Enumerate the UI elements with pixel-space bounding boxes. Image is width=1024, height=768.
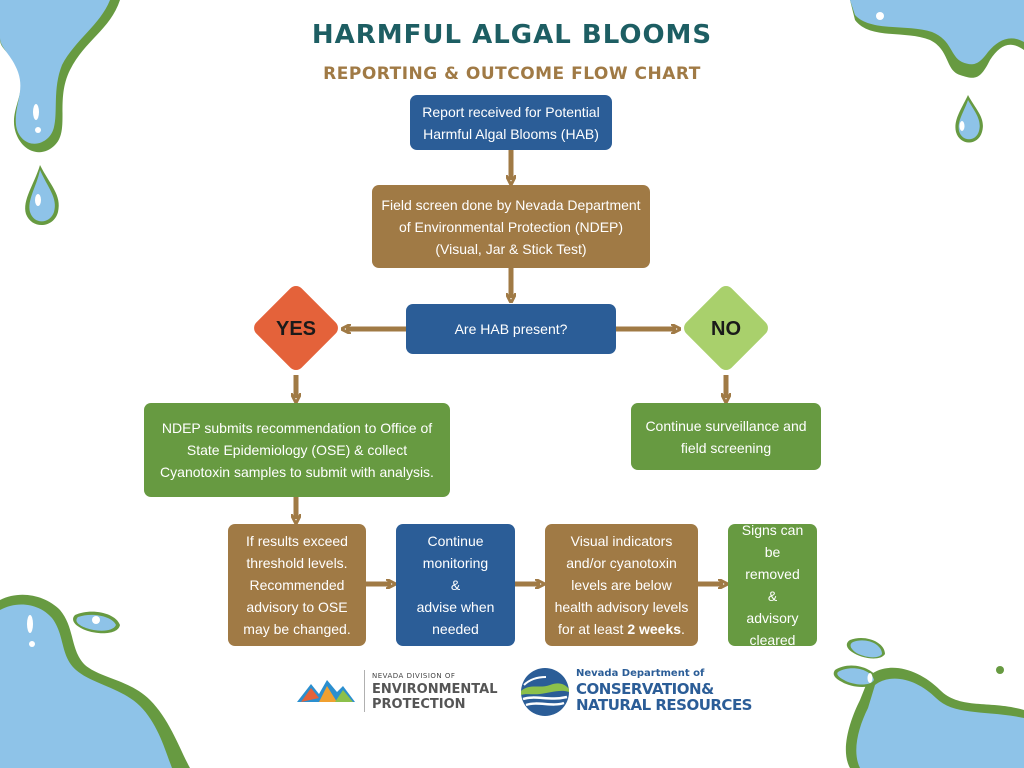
node-hab-present-question: Are HAB present? — [406, 304, 616, 354]
water-splash-top-left — [0, 0, 120, 226]
ndep-logo-line1: ENVIRONMENTAL — [372, 682, 498, 697]
node-visual-indicators: Visual indicators and/or cyanotoxin leve… — [545, 524, 698, 646]
node-ndep-submits: NDEP submits recommendation to Office of… — [144, 403, 450, 497]
water-splash-top-right — [850, 0, 1024, 143]
ndep-logo-top: NEVADA DIVISION OF — [372, 672, 456, 680]
node-field-screen: Field screen done by Nevada Department o… — [372, 185, 650, 268]
page-title: HARMFUL ALGAL BLOOMS — [311, 20, 713, 50]
page-subtitle: REPORTING & OUTCOME FLOW CHART — [323, 64, 701, 84]
diamond-yes-label: YES — [275, 317, 317, 340]
ndep-mountain-logo-icon — [297, 680, 355, 702]
ndep-logo-divider — [364, 670, 365, 712]
node-continue-monitoring: Continue monitoring & advise when needed — [396, 524, 515, 646]
water-splash-bottom-right — [833, 637, 1024, 768]
dcnr-globe-logo-icon — [521, 668, 569, 716]
dcnr-logo-line2: NATURAL RESOURCES — [576, 696, 753, 714]
node-signs-removed: Signs can be removed & advisory cleared — [728, 522, 817, 648]
node-results-exceed: If results exceed threshold levels. Reco… — [228, 524, 366, 646]
node-continue-surveillance: Continue surveillance and field screenin… — [631, 403, 821, 470]
diamond-no-label: NO — [711, 317, 741, 340]
ndep-logo-line2: PROTECTION — [372, 697, 466, 712]
dcnr-logo-top: Nevada Department of — [576, 668, 705, 679]
dcnr-logo-line1: CONSERVATION& — [576, 680, 714, 698]
node-report-received: Report received for Potential Harmful Al… — [410, 95, 612, 150]
water-splash-bottom-left — [0, 594, 190, 768]
